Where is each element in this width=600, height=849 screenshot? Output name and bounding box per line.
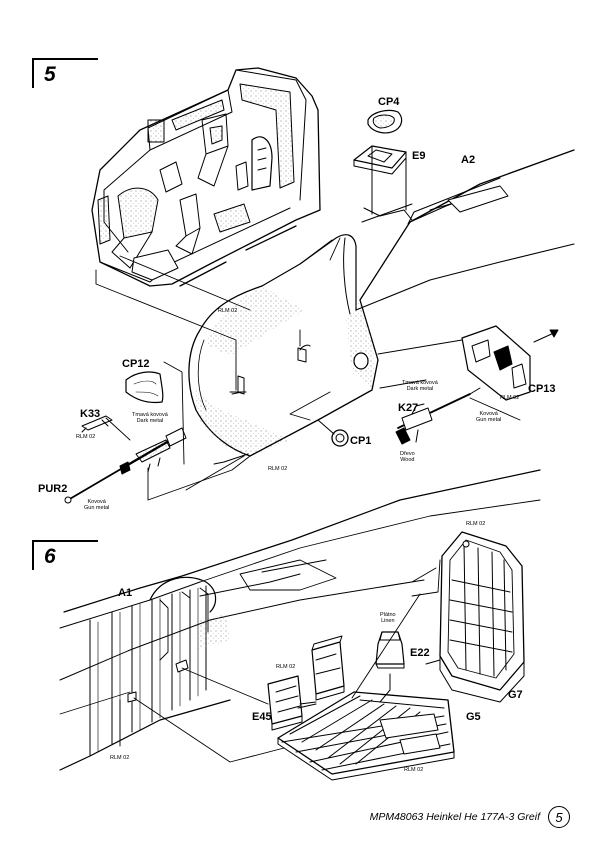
note-dark-metal-en: Dark metal	[136, 417, 164, 424]
label-e45: E45	[252, 711, 272, 723]
note-rlm02-g5: RLM 02	[404, 767, 424, 773]
part-k33	[81, 415, 113, 433]
part-pur2-gun	[64, 427, 187, 504]
note-rlm02-g7: RLM 02	[466, 521, 486, 527]
label-cp4: CP4	[378, 96, 400, 108]
note-gun-metal-pur2-en: Gun metal	[84, 504, 110, 511]
label-e22: E22	[410, 647, 430, 659]
note-dark-metal-k27-cz: Tmavá kovová	[402, 380, 438, 386]
part-g7-bulkhead	[425, 531, 525, 703]
step-5-marker: 5	[32, 58, 98, 88]
label-cp13: CP13	[528, 383, 556, 395]
part-g5-floor	[277, 691, 455, 781]
note-gun-metal-k27-en: Gun metal	[476, 416, 502, 423]
note-dark-metal-cz: Tmavá kovová	[132, 412, 168, 418]
label-cp1: CP1	[350, 435, 372, 447]
label-g5: G5	[466, 711, 481, 723]
fuselage-half-a2	[188, 149, 575, 465]
leader-lines-step5	[95, 237, 521, 501]
note-dark-metal-k27: Tmavá kovová Dark metal	[402, 380, 438, 393]
note-gun-metal-k27-cz: Kovová	[479, 411, 498, 417]
note-gun-metal-k27: Kovová Gun metal	[476, 411, 502, 424]
note-rlm02-e45: RLM 02	[276, 664, 296, 670]
label-e9: E9	[412, 150, 426, 162]
page-footer: MPM48063 Heinkel He 177A-3 Greif 5	[370, 806, 570, 828]
note-gun-metal-pur2-cz: Kovová	[87, 499, 106, 505]
note-rlm02-k33: RLM 02	[76, 434, 96, 440]
leader-lines-step6	[119, 559, 441, 763]
fuselage-half-a1	[59, 469, 541, 771]
note-gun-metal-pur2: Kovová Gun metal	[84, 499, 110, 512]
step-5-number: 5	[44, 63, 56, 86]
label-g7: G7	[508, 689, 523, 701]
note-rlm02-cp13: RLM 02	[500, 395, 520, 401]
step-6-marker: 6	[32, 540, 98, 570]
cockpit-assembly	[91, 67, 321, 287]
part-cp12	[125, 371, 164, 404]
note-rlm02-floor: RLM 02	[268, 466, 288, 472]
label-a2: A2	[461, 154, 476, 166]
label-k27: K27	[398, 402, 419, 414]
label-k33: K33	[80, 408, 101, 420]
part-k27	[395, 387, 481, 445]
label-pur2: PUR2	[38, 483, 68, 495]
page-number: 5	[548, 806, 570, 828]
note-wood-cz: Dřevo	[400, 451, 415, 457]
part-e22	[375, 631, 405, 703]
note-linen-en: Linen	[381, 617, 395, 624]
note-wood-en: Wood	[400, 456, 415, 463]
part-cp1	[317, 419, 349, 447]
step-6-number: 6	[44, 545, 56, 568]
note-dark-metal-gun: Tmavá kovová Dark metal	[132, 412, 168, 425]
note-linen-e22: Plátno Linen	[380, 612, 396, 625]
note-dark-metal-k27-en: Dark metal	[406, 385, 434, 392]
footer-title: MPM48063 Heinkel He 177A-3 Greif	[369, 811, 540, 823]
note-rlm02-a1: RLM 02	[110, 755, 130, 761]
label-cp12: CP12	[122, 358, 150, 370]
label-a1: A1	[118, 587, 133, 599]
note-linen-cz: Plátno	[380, 612, 396, 618]
note-wood-k27: Dřevo Wood	[400, 451, 415, 464]
note-rlm02-a2: RLM 02	[218, 308, 238, 314]
part-cp4-e9	[353, 109, 407, 215]
part-cp13	[377, 325, 559, 401]
part-e45-seat	[267, 635, 345, 731]
